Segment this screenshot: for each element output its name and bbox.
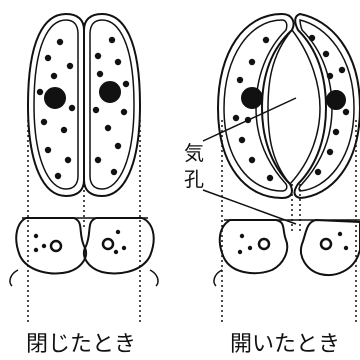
stoma-label-line2: 孔 [184,167,204,191]
open-stoma-top-view [218,14,360,198]
closed-stoma-cross-section [10,218,158,286]
closed-right-nucleus [100,82,120,102]
open-cross-bottom-edge [214,270,222,286]
closed-cross-left-nucleus [51,241,61,251]
closed-right-guard-cell-inner [90,20,134,189]
closed-cross-right-cell [84,218,154,273]
closed-stoma-top-view [28,14,140,196]
stoma-label-line1: 気 [184,141,204,165]
open-cross-right-nucleus [321,239,331,249]
stoma-label: 気 孔 [184,141,210,191]
open-caption: 開いたとき [230,332,340,357]
open-right-guard-cell-outer [295,14,360,198]
closed-cross-right-nucleus [103,239,113,249]
open-right-nucleus [327,91,345,109]
open-left-nucleus [242,88,262,108]
closed-cross-bottom-edge [10,270,158,286]
closed-left-nucleus [45,88,65,108]
open-cross-left-cell [220,220,287,273]
open-cross-left-nucleus [259,239,269,249]
closed-caption: 閉じたとき [26,332,136,357]
open-stoma-cross-section [214,220,360,286]
